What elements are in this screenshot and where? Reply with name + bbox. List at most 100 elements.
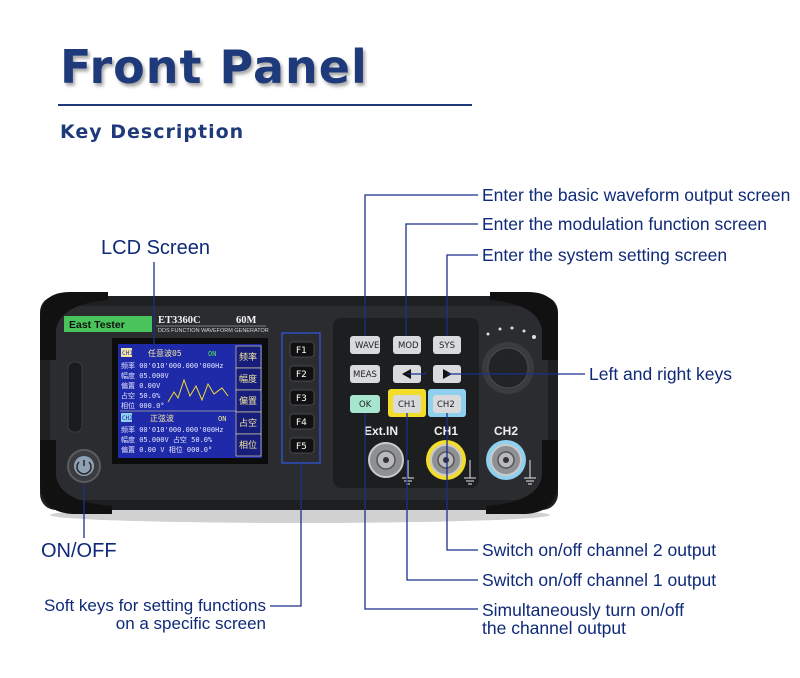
ch2-button-label: CH2 <box>437 400 455 410</box>
lcd-ch1-row: 频率 00'010'000.000'000Hz <box>121 361 224 370</box>
ext-in-label: Ext.IN <box>364 424 398 438</box>
callout-soft-keys: Soft keys for setting functions on a spe… <box>20 597 266 633</box>
lcd-side-label: 频率 <box>239 351 257 363</box>
model-subtitle: DDS FUNCTION WAVEFORM GENERATOR <box>158 328 269 334</box>
callout-soft-keys-line1: Soft keys for setting functions <box>43 596 266 615</box>
lcd-ch1-tag <box>121 348 132 357</box>
lcd-ch1-state: ON <box>208 350 216 358</box>
leader-soft-keys <box>270 463 302 607</box>
ch1-button[interactable] <box>393 395 421 413</box>
meas-button[interactable] <box>350 365 380 383</box>
lcd-ch1-wave: 任意波05 <box>148 348 182 358</box>
ch2-button[interactable] <box>433 395 461 413</box>
brand-badge <box>64 316 152 332</box>
ok-button[interactable] <box>350 395 380 413</box>
meas-button-label: MEAS <box>353 370 377 380</box>
lcd-ch1-row: 相位 000.0° <box>121 401 165 410</box>
ch1-button-label: CH1 <box>398 400 416 410</box>
knob-dot <box>486 332 490 336</box>
ch1-jack-label: CH1 <box>434 424 458 438</box>
lcd-ch1-tag-text: CH1 <box>122 350 133 357</box>
ground-icon <box>464 460 476 485</box>
page-title: Front Panel <box>60 40 368 94</box>
lcd-side-menu-item <box>235 433 262 457</box>
lcd-ch2-state: ON <box>218 415 226 423</box>
soft-key-label: F4 <box>296 418 307 428</box>
leader-ch2 <box>446 413 478 551</box>
lcd-ch2-row: 偏置 0.00 V 相位 000.0° <box>121 445 212 454</box>
left-arrow-icon <box>402 369 411 379</box>
callout-ch2-switch: Switch on/off channel 2 output <box>482 540 717 560</box>
power-symbol-icon <box>76 460 92 475</box>
leader-ok <box>364 413 478 610</box>
soft-key-f4[interactable] <box>289 413 315 430</box>
rotary-knob-cap <box>487 347 529 389</box>
soft-key-f2[interactable] <box>289 365 315 382</box>
lcd-side-label: 偏置 <box>239 395 257 407</box>
callout-lcd-screen: LCD Screen <box>101 237 210 259</box>
lcd-ch2-tag <box>121 413 132 422</box>
ground-icon <box>524 460 536 485</box>
leader-wave <box>364 194 478 336</box>
callout-wave: Enter the basic waveform output screen <box>482 185 791 205</box>
lcd-ch2-row: 幅度 05.000V 占空 50.0% <box>121 435 213 444</box>
lcd-side-label: 幅度 <box>239 373 257 385</box>
knob-dot <box>532 335 536 339</box>
callout-on-off: ON/OFF <box>41 540 117 562</box>
callout-sys: Enter the system setting screen <box>482 245 728 265</box>
soft-key-label: F1 <box>296 346 307 356</box>
lcd-ch1-waveform <box>167 378 229 403</box>
sys-button-label: SYS <box>439 341 455 351</box>
bumper-top-right <box>490 292 558 360</box>
callout-mod: Enter the modulation function screen <box>482 214 768 234</box>
ch1-jack-pin <box>443 457 449 463</box>
page-subtitle: Key Description <box>60 121 245 143</box>
soft-key-label: F2 <box>296 370 307 380</box>
ch2-jack-pin <box>503 457 509 463</box>
lcd-ch1-row: 偏置 0.00V <box>121 381 161 390</box>
device-shadow <box>50 507 550 523</box>
lcd-ch2-row: 频率 00'010'000.000'000Hz <box>121 425 224 434</box>
title-underline <box>58 104 472 106</box>
leader-sys <box>446 254 478 336</box>
callout-simultaneous-line2: the channel output <box>482 618 627 639</box>
bumper-top-left <box>40 292 108 360</box>
sys-button[interactable] <box>433 336 461 354</box>
callout-simultaneous-line1: Simultaneously turn on/off <box>482 600 685 620</box>
lcd-ch1-row: 占空 50.0% <box>121 391 161 400</box>
vent-slot <box>67 361 83 433</box>
soft-key-label: F3 <box>296 394 307 404</box>
callout-left-right: Left and right keys <box>589 364 732 384</box>
bumper-bottom-left <box>40 440 112 514</box>
leader-ch1 <box>406 413 478 581</box>
leader-left-right <box>407 372 585 375</box>
lcd-side-label: 相位 <box>239 439 257 451</box>
leader-mod <box>405 223 478 336</box>
mod-button[interactable] <box>393 336 421 354</box>
lcd-ch2-wave: 正弦波 <box>150 413 174 423</box>
wave-button[interactable] <box>350 336 380 354</box>
soft-key-f3[interactable] <box>289 389 315 406</box>
ok-button-label: OK <box>359 400 372 410</box>
knob-dot <box>522 329 526 333</box>
soft-key-f1[interactable] <box>289 341 315 358</box>
wave-button-label: WAVE <box>355 341 379 351</box>
ground-icon <box>402 460 414 485</box>
knob-dot <box>510 326 514 330</box>
brand-label: East Tester <box>69 319 125 331</box>
callout-soft-keys-line2: on a specific screen <box>115 613 266 633</box>
knob-dot <box>498 327 502 331</box>
callout-simultaneous: Simultaneously turn on/off the channel o… <box>482 601 684 638</box>
mod-button-label: MOD <box>398 341 419 351</box>
ext-in-jack-pin <box>383 457 389 463</box>
bumper-bottom-right <box>486 440 558 514</box>
lcd-ch1-row: 幅度 05.000V <box>121 371 170 380</box>
bandwidth-label: 60M <box>236 315 257 326</box>
lcd-ch2-tag-text: CH2 <box>122 415 133 422</box>
soft-key-label: F5 <box>296 442 307 452</box>
soft-key-f5[interactable] <box>289 437 315 454</box>
lcd-side-label: 占空 <box>239 417 257 429</box>
callout-ch1-switch: Switch on/off channel 1 output <box>482 570 717 590</box>
model-label: ET3360C <box>158 315 201 326</box>
